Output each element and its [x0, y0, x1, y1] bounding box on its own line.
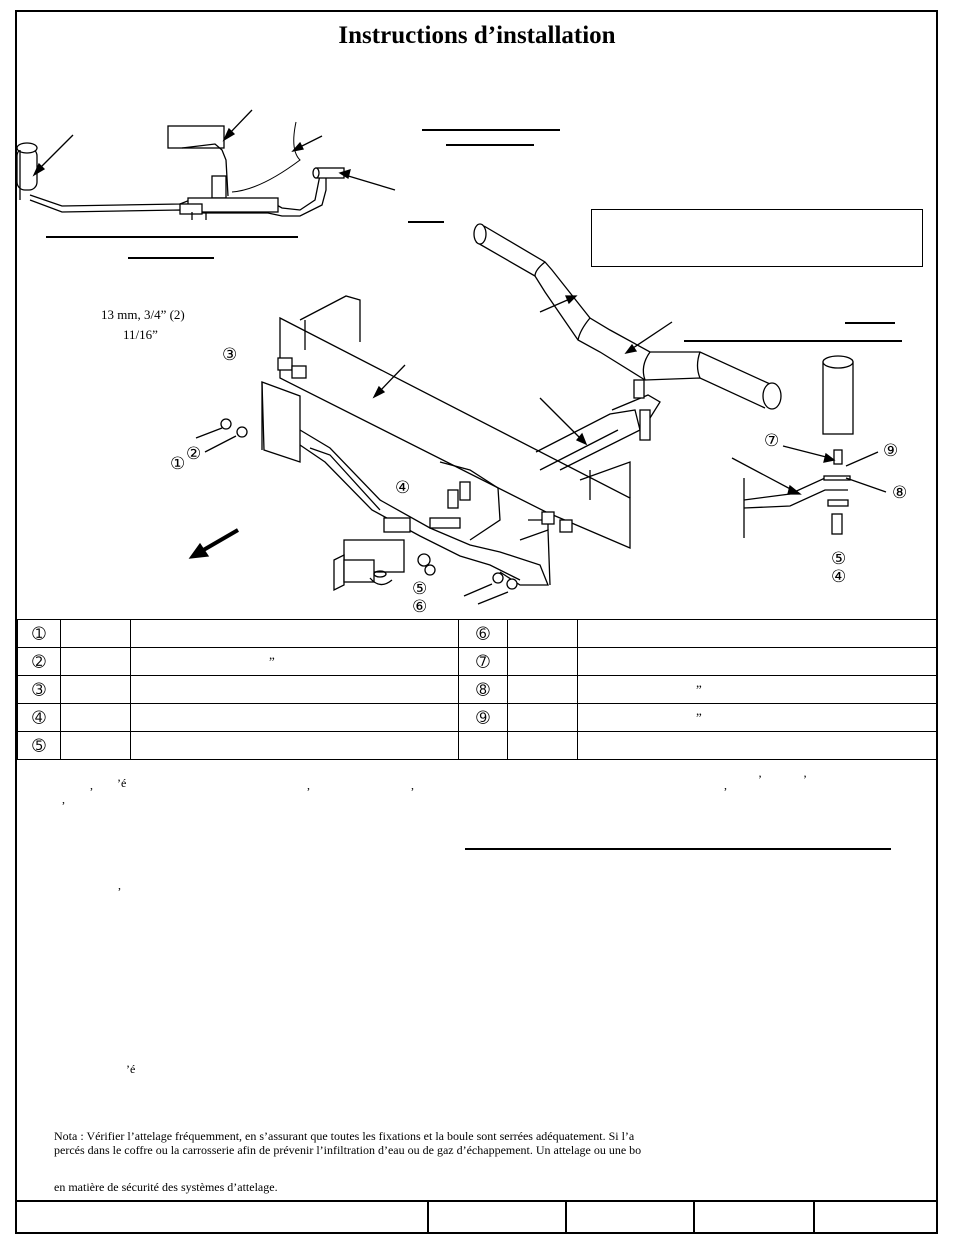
part-desc: ”	[577, 703, 938, 732]
part-number: ➀	[17, 619, 61, 648]
part-number: ➂	[17, 675, 61, 704]
text-fragment: ’	[758, 772, 762, 786]
warning-box	[591, 209, 923, 267]
part-desc	[577, 619, 938, 648]
section-underline	[465, 848, 891, 850]
hitch-installation-diagram	[17, 109, 887, 605]
part-desc	[130, 619, 459, 648]
part-qty	[507, 619, 578, 648]
part-number: ➆	[458, 647, 508, 676]
label-underline	[422, 129, 560, 131]
part-desc	[130, 731, 459, 760]
footer-bar	[17, 1200, 937, 1234]
part-desc: ”	[577, 675, 938, 704]
document-title: Instructions d’installation	[338, 22, 616, 49]
text-fragment: ,	[118, 878, 121, 892]
part-desc: ”	[130, 647, 459, 676]
direction-arrow	[188, 528, 240, 559]
part-qty	[60, 619, 131, 648]
frame-rail	[535, 394, 661, 471]
exhaust-pipe	[473, 223, 782, 410]
footer-cell	[813, 1202, 937, 1234]
note-line-1: Nota : Vérifier l’attelage fréquemment, …	[54, 1129, 635, 1143]
part-number: ➁	[17, 647, 61, 676]
note-line-3: en matière de sécurité des systèmes d’at…	[54, 1180, 278, 1194]
footer-cell	[17, 1202, 427, 1234]
part-desc	[130, 675, 459, 704]
label-underline	[684, 340, 902, 342]
side-view-inset	[17, 109, 396, 220]
callout-2: ②	[186, 444, 202, 463]
text-fragment: ,	[411, 778, 414, 792]
part-qty	[60, 703, 131, 732]
part-qty	[507, 703, 578, 732]
bolt-detail-view	[731, 355, 887, 538]
footer-cell	[565, 1202, 695, 1234]
table-row: ➂ ➇ ”	[17, 675, 938, 704]
footer-cell	[427, 1202, 567, 1234]
part-number: ➈	[458, 703, 508, 732]
callout-4-detail: ④	[831, 567, 847, 586]
table-row: ➃ ➈ ”	[17, 703, 938, 732]
label-underline	[46, 236, 298, 238]
part-qty	[60, 731, 131, 760]
text-fragment: ’	[803, 772, 807, 786]
callout-4: ④	[395, 478, 411, 497]
part-desc	[577, 731, 938, 760]
callout-6: ⑥	[412, 597, 428, 616]
part-qty	[507, 675, 578, 704]
hitch-crossbar	[195, 357, 651, 605]
text-fragment: ,	[307, 778, 310, 792]
callout-5-detail: ⑤	[831, 549, 847, 568]
table-row: ➀ ➅	[17, 619, 938, 648]
part-number: ➄	[17, 731, 61, 760]
text-fragment: ’é	[117, 776, 127, 790]
tool-size-2: 11/16”	[123, 327, 158, 342]
footer-cell	[693, 1202, 815, 1234]
parts-table: ➀ ➅ ➁ ” ➆ ➂ ➇ ” ➃ ➈	[17, 619, 938, 760]
part-qty	[60, 647, 131, 676]
label-underline	[845, 322, 895, 324]
part-number	[458, 731, 508, 760]
callout-3: ③	[222, 345, 238, 364]
text-fragment: ’é	[126, 1062, 136, 1076]
text-fragment: ,	[62, 792, 65, 806]
label-underline	[446, 144, 534, 146]
text-fragment: ,	[90, 778, 93, 792]
callout-1: ①	[170, 454, 186, 473]
label-underline	[128, 257, 214, 259]
callout-9: ⑨	[883, 441, 899, 460]
part-qty	[60, 675, 131, 704]
table-row: ➄	[17, 731, 938, 760]
table-row: ➁ ” ➆	[17, 647, 938, 676]
part-number: ➃	[17, 703, 61, 732]
callout-7: ⑦	[764, 431, 780, 450]
note-line-2: percés dans le coffre ou la carrosserie …	[54, 1143, 642, 1157]
part-qty	[507, 647, 578, 676]
part-number: ➅	[458, 619, 508, 648]
part-desc	[130, 703, 459, 732]
label-underline	[408, 221, 444, 223]
part-qty	[507, 731, 578, 760]
callout-5: ⑤	[412, 579, 428, 598]
bumper-panel	[279, 295, 631, 549]
part-number: ➇	[458, 675, 508, 704]
callout-8: ⑧	[892, 483, 908, 502]
instructions-section: , ’é , , , ’ ’ , , ’é Nota : Vérifier l’…	[17, 770, 937, 1200]
text-fragment: ,	[724, 778, 727, 792]
part-desc	[577, 647, 938, 676]
tool-size-1: 13 mm, 3/4” (2)	[101, 307, 185, 322]
